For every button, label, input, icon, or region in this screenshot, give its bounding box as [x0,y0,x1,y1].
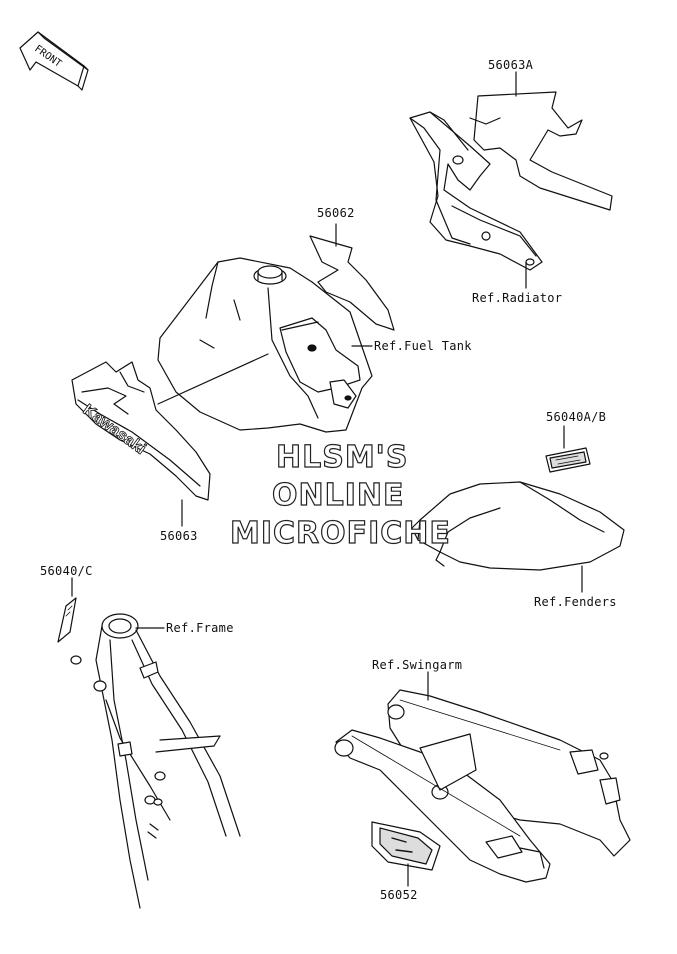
label-ref-swingarm: Ref.Swingarm [372,658,463,672]
fuel-tank [157,257,373,433]
label-56063a: 56063A [488,58,534,72]
label-56040ab: 56040A/B [546,410,607,424]
label-56040c: 56040/C [40,564,93,578]
sticker-56040c [57,597,77,643]
watermark-line-1: HLSM'S [275,439,409,475]
decal-56062 [309,235,395,331]
label-ref-radiator: Ref.Radiator [472,291,563,305]
decal-56063a [469,91,613,211]
tank-decal-connector [157,353,269,405]
label-ref-frame: Ref.Frame [166,621,234,635]
label-56063: 56063 [160,529,198,543]
watermark-line-2: ONLINE [271,477,405,513]
radiator-shroud [409,111,543,271]
swingarm [334,689,631,883]
sticker-56040ab [545,447,591,473]
label-ref-fenders: Ref.Fenders [534,595,617,609]
decal-56052 [371,821,441,871]
label-56062: 56062 [317,206,355,220]
label-56052: 56052 [380,888,418,902]
frame [70,613,241,909]
label-ref-fuel-tank: Ref.Fuel Tank [374,339,472,353]
front-arrow-icon: FRONT [19,31,89,91]
rear-fender [411,481,625,571]
watermark-line-3: MICROFICHE [229,515,451,551]
